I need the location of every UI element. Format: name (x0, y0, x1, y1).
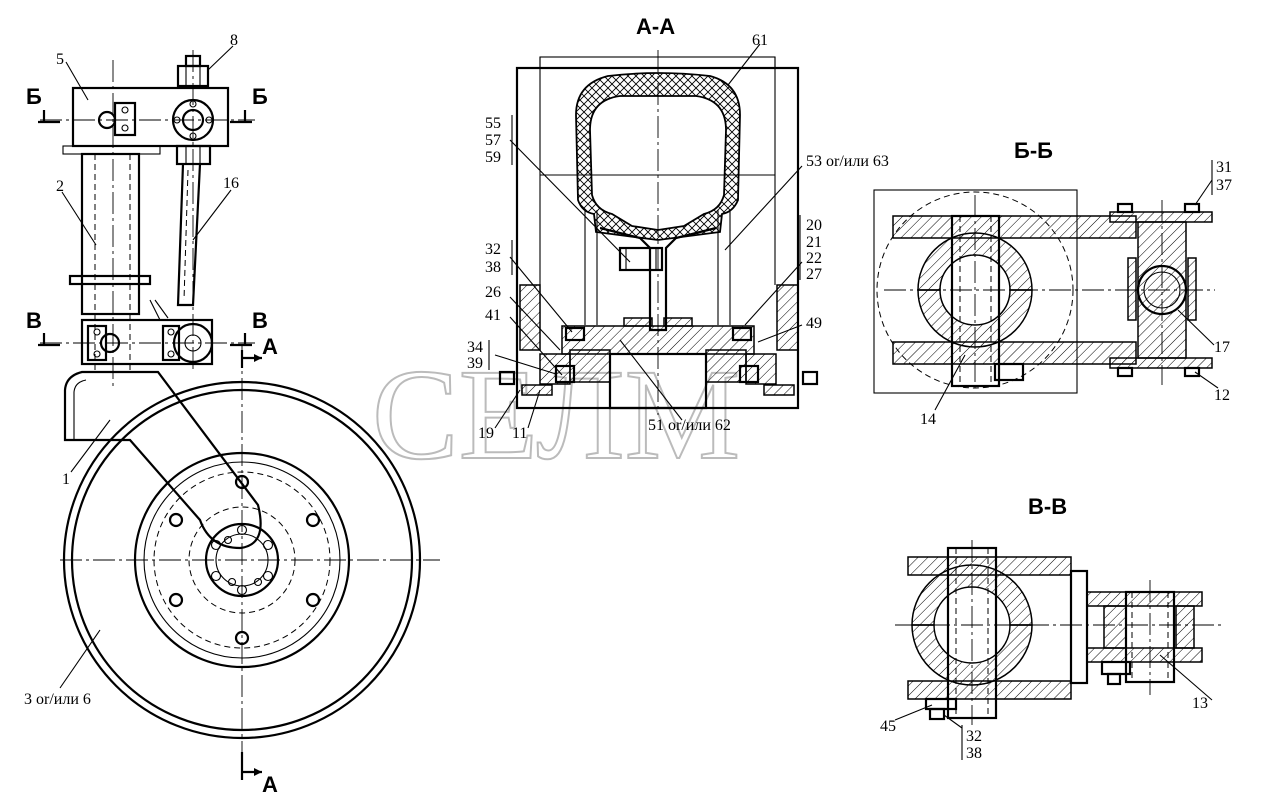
callout-2: 2 (56, 178, 64, 195)
section-a-a (488, 43, 819, 429)
callout-12: 12 (1214, 387, 1230, 404)
section-title-a-a: A-A (636, 14, 675, 39)
callout-51: 51 or/или 62 (648, 417, 731, 434)
section-b-b (873, 160, 1219, 411)
callout-38-vv: 38 (966, 745, 982, 762)
section-v-v (894, 540, 1225, 760)
cut-marker-a-bottom: A (262, 772, 278, 797)
callout-21: 21 (806, 234, 822, 251)
callout-17: 17 (1214, 339, 1230, 356)
callout-41: 41 (485, 307, 501, 324)
callout-34: 34 (467, 339, 483, 356)
cut-marker-v-left: B (26, 308, 42, 333)
callout-45: 45 (880, 718, 896, 735)
cut-marker-b-right: Б (252, 84, 268, 109)
callout-13: 13 (1192, 695, 1208, 712)
callout-55: 55 (485, 115, 501, 132)
callout-16: 16 (223, 175, 239, 192)
callout-3: 3 or/или 6 (24, 691, 91, 708)
callout-61: 61 (752, 32, 768, 49)
callout-57: 57 (485, 132, 501, 149)
callout-49: 49 (806, 315, 822, 332)
callout-32-vv: 32 (966, 728, 982, 745)
callout-22: 22 (806, 250, 822, 267)
main-view (38, 45, 440, 780)
section-title-v-v: B-B (1028, 494, 1067, 519)
callout-31: 31 (1216, 159, 1232, 176)
callout-5: 5 (56, 51, 64, 68)
callout-32: 32 (485, 241, 501, 258)
cut-marker-a-top: A (262, 334, 278, 359)
callout-37: 37 (1216, 177, 1232, 194)
cut-marker-b-left: Б (26, 84, 42, 109)
section-title-b-b: Б-Б (1014, 138, 1053, 163)
cut-marker-v-right: B (252, 308, 268, 333)
callout-53: 53 or/или 63 (806, 153, 889, 170)
callout-11: 11 (512, 425, 527, 442)
callout-27: 27 (806, 266, 822, 283)
callout-19: 19 (478, 425, 494, 442)
callout-20: 20 (806, 217, 822, 234)
callout-8: 8 (230, 32, 238, 49)
callout-1: 1 (62, 471, 70, 488)
callout-38: 38 (485, 259, 501, 276)
callout-59: 59 (485, 149, 501, 166)
callout-26: 26 (485, 284, 501, 301)
callout-39: 39 (467, 355, 483, 372)
callout-14: 14 (920, 411, 936, 428)
